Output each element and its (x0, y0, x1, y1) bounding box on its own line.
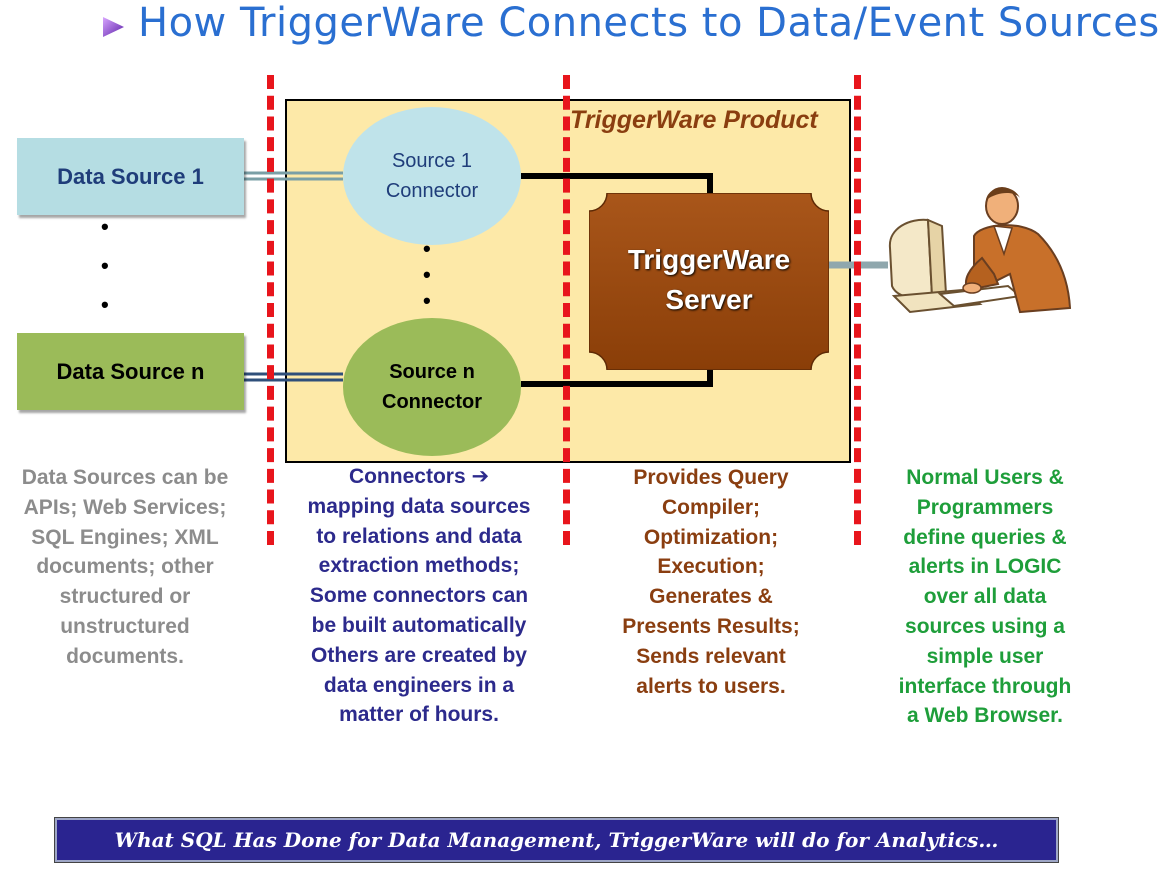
description-line: APIs; Web Services; (23, 495, 227, 519)
description-line: data engineers in a (323, 673, 515, 697)
description-line: unstructured (60, 614, 190, 638)
ellipsis-dot: • (423, 262, 431, 287)
connectors-description: Connectors ➔ mapping data sources to rel… (296, 462, 542, 730)
connector-n-line2: Connector (382, 391, 482, 413)
description-line: alerts in LOGIC (908, 555, 1062, 579)
description-line: structured or (59, 585, 191, 609)
source-n-connector: Source n Connector (343, 318, 521, 456)
ellipsis-dot: • (423, 288, 431, 313)
users-description: Normal Users & Programmers define querie… (880, 463, 1090, 731)
description-line: alerts to users. (636, 674, 786, 698)
source-1-connector: Source 1 Connector (343, 107, 521, 245)
description-line: Data Sources can be (21, 466, 229, 489)
description-line: Some connectors can (309, 584, 529, 608)
description-line: sources using a (905, 614, 1065, 638)
server-label: TriggerWare Server (589, 240, 829, 320)
description-line: extraction methods; (318, 554, 520, 578)
description-line: Sends relevant (636, 644, 786, 668)
description-line: interface through (898, 674, 1072, 698)
description-line: define queries & (903, 525, 1067, 549)
ellipsis-dot: • (101, 214, 109, 239)
description-line: simple user (926, 644, 1044, 668)
data-sources-description: Data Sources can be APIs; Web Services; … (10, 463, 240, 672)
description-line: SQL Engines; XML (31, 525, 219, 549)
ellipsis-dot: • (423, 236, 431, 261)
page-title: How TriggerWare Connects to Data/Event S… (138, 0, 1160, 46)
description-line: be built automatically (311, 613, 527, 637)
separator-line (267, 75, 274, 545)
connector-1-line2: Connector (385, 180, 479, 202)
description-line: Compiler; (661, 495, 760, 519)
separator-line (854, 75, 861, 545)
computer-user-icon (888, 187, 1072, 314)
description-line: Presents Results; (622, 614, 800, 638)
data-source-n-label: Data Source n (56, 358, 205, 384)
data-source-1-box: Data Source 1 (17, 138, 244, 215)
description-line: Others are created by (311, 643, 527, 667)
product-label: TriggerWare Product (570, 106, 818, 134)
description-line: Normal Users & (906, 466, 1064, 489)
description-line: Programmers (916, 495, 1054, 519)
description-line: mapping data sources (307, 494, 531, 518)
server-box (589, 193, 829, 370)
description-line: documents; other (36, 555, 214, 579)
tagline-text: What SQL Has Done for Data Management, T… (114, 828, 999, 852)
server-label-line2: Server (665, 284, 753, 315)
description-line: Generates & (649, 585, 773, 609)
title-bullet-icon (103, 17, 124, 37)
description-line: matter of hours. (339, 703, 499, 727)
description-line: Connectors ➔ (348, 465, 490, 488)
ellipsis-dot: • (101, 292, 109, 317)
server-description: Provides Query Compiler; Optimization; E… (607, 463, 815, 701)
ellipsis-dot: • (101, 253, 109, 278)
separator-line (563, 75, 570, 545)
description-line: Optimization; (643, 525, 779, 549)
description-line: documents. (66, 644, 184, 668)
description-line: to relations and data (316, 524, 522, 548)
data-source-n-box: Data Source n (17, 333, 244, 410)
tagline-banner: What SQL Has Done for Data Management, T… (54, 817, 1059, 863)
description-line: Execution; (657, 555, 765, 579)
connector-n-line1: Source n (389, 361, 475, 383)
server-label-line1: TriggerWare (627, 244, 791, 275)
description-line: a Web Browser. (906, 704, 1063, 728)
description-line: over all data (923, 585, 1047, 609)
data-source-1-label: Data Source 1 (57, 163, 204, 189)
description-line: Provides Query (633, 466, 789, 489)
connector-1-line1: Source 1 (391, 150, 473, 172)
